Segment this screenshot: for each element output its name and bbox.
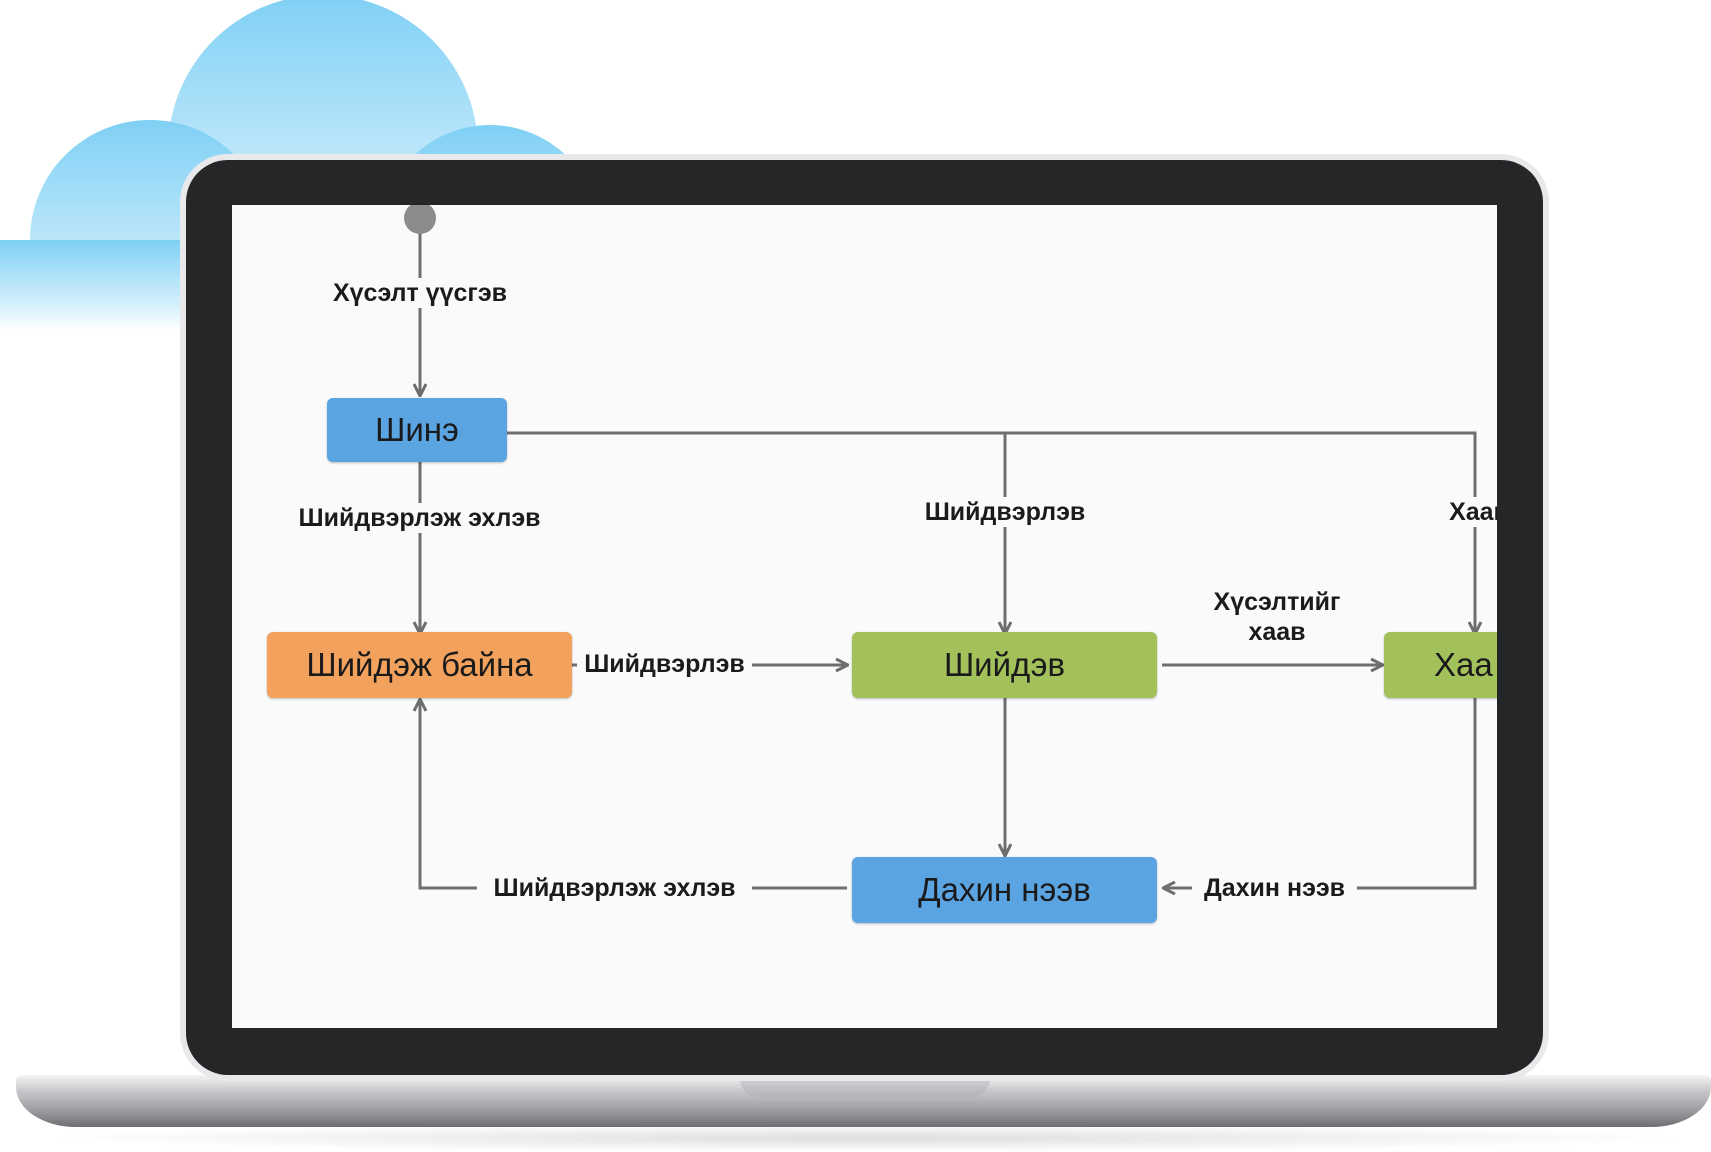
edge-label-created: Хүсэлт үүсгэв: [320, 278, 520, 308]
edge-new-top: [488, 431, 1475, 633]
start-node: [404, 205, 436, 234]
laptop-notch: [740, 1075, 990, 1097]
state-resolved: Шийдэв: [852, 632, 1157, 698]
edge-label-resolved-from-progress: Шийдвэрлэв: [577, 649, 752, 679]
state-resolved-label: Шийдэв: [943, 646, 1066, 683]
state-new: Шинэ: [327, 398, 507, 462]
edge-label-resolved-from-new: Шийдвэрлэв: [915, 497, 1095, 527]
edge-start-resolving-again: [420, 700, 847, 890]
edge-label-closed-from-new: Хаав: [1434, 497, 1497, 527]
state-reopened-label: Дахин нээв: [918, 871, 1091, 908]
edge-label-close-request-line1: Хүсэлтийг: [1207, 587, 1347, 617]
laptop-screen: Шинэ Шийдэж байна Шийдэв Хаа Дахин нээв …: [232, 205, 1497, 1028]
state-in-progress-label: Шийдэж байна: [306, 646, 533, 683]
edge-label-reopened: Дахин нээв: [1192, 873, 1357, 903]
laptop-shadow: [40, 1124, 1690, 1152]
state-new-label: Шинэ: [375, 411, 459, 448]
state-reopened: Дахин нээв: [852, 857, 1157, 923]
edge-label-start-resolving-again: Шийдвэрлэж эхлэв: [477, 873, 752, 903]
state-closed: Хаа: [1384, 632, 1497, 698]
state-closed-label: Хаа: [1434, 646, 1493, 683]
edge-reopened: [1164, 695, 1477, 888]
state-in-progress: Шийдэж байна: [267, 632, 572, 698]
edge-label-close-request-line2: хаав: [1232, 617, 1322, 647]
edge-label-start-resolving: Шийдвэрлэж эхлэв: [282, 503, 557, 533]
